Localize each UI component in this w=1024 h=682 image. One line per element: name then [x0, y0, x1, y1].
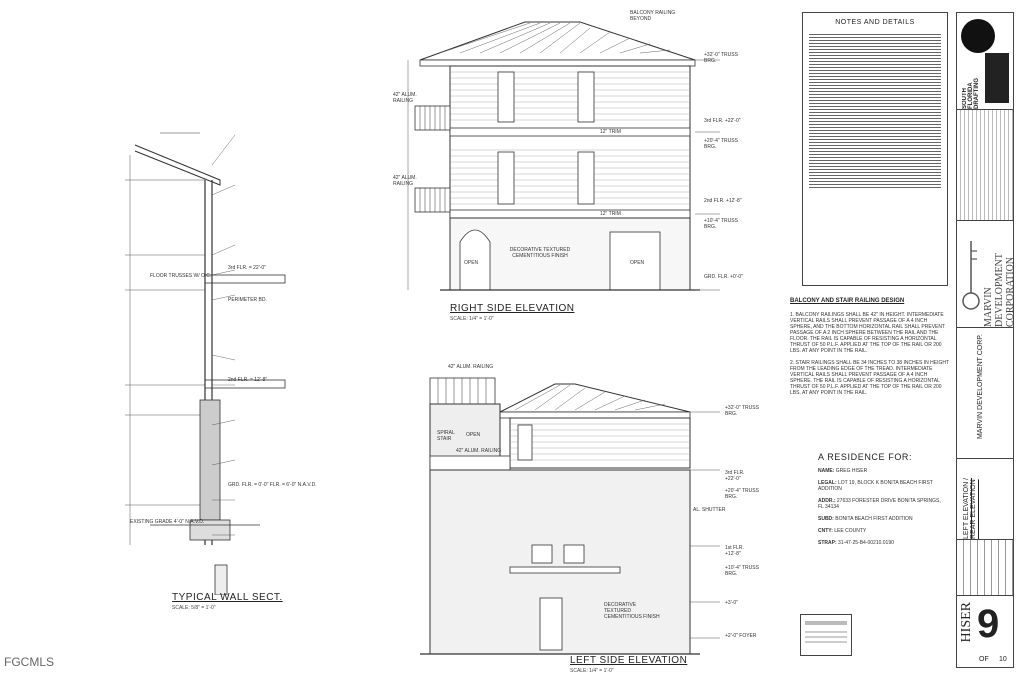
- residence-row: LEGAL: LOT 19, BLOCK K BONITA BEACH FIRS…: [818, 480, 933, 492]
- sheet-titles: LEFT ELEVATION / REAR ELEVATION: [963, 477, 977, 539]
- right-elev-label: OPEN: [630, 260, 645, 266]
- sheet-total: 10: [999, 656, 1007, 663]
- residence-title: A RESIDENCE FOR:: [818, 452, 913, 462]
- level-marker: +32'-0" TRUSS BRG.: [725, 405, 759, 417]
- right-elev-label: 12" TRIM: [600, 211, 621, 217]
- left-elev-label: SPIRAL STAIR: [437, 430, 455, 442]
- marvin-logo-text: MARVIN DEVELOPMENT CORPORATION: [983, 253, 1016, 327]
- drafting-name: SOUTH FLORIDA DRAFTING: [962, 78, 980, 109]
- drafting-logo: SOUTH FLORIDA DRAFTING: [957, 13, 1013, 110]
- builder-name: MARVIN DEVELOPMENT CORP.: [977, 334, 984, 440]
- residence-row: CNTY: LEE COUNTY: [818, 528, 867, 534]
- left-elevation-svg: [420, 377, 720, 655]
- level-marker: +20'-4" TRUSS BRG.: [725, 488, 759, 500]
- wall-section-drawing: [120, 125, 355, 596]
- wall-section-scale: SCALE: 5/8" = 1'-0": [172, 605, 216, 611]
- right-elev-label: DECORATIVE TEXTURED CEMENTITIOUS FINISH: [509, 247, 571, 259]
- railing-item: 1. BALCONY RAILINGS SHALL BE 42" IN HEIG…: [790, 312, 945, 354]
- right-elev-label: 42" ALUM. RAILING: [393, 175, 417, 187]
- sheet-number-block: HISER 9 OF 10: [957, 596, 1013, 673]
- level-marker: +20'-4" TRUSS BRG.: [704, 138, 738, 150]
- siding-lines: [450, 71, 690, 205]
- wall-section-title: TYPICAL WALL SECT.: [172, 592, 283, 603]
- left-elev-label: OPEN: [466, 432, 481, 438]
- level-marker: +10'-4" TRUSS BRG.: [704, 218, 738, 230]
- owner-name: HISER: [959, 602, 974, 643]
- level-marker: 3rd FLR. +22'-0": [725, 470, 745, 482]
- railing-item: 2. STAIR RAILINGS SHALL BE 34 INCHES TO …: [790, 360, 949, 396]
- wall-callout: 2nd FLR. = 12'-8": [228, 377, 268, 383]
- drafting-info: [957, 110, 1013, 221]
- right-elev-label: OPEN: [464, 260, 479, 266]
- key-logo-icon: [962, 241, 980, 310]
- left-elevation-scale: SCALE: 1/4" = 1'-0": [570, 668, 614, 674]
- railing-title: BALCONY AND STAIR RAILING DESIGN: [790, 298, 905, 304]
- level-marker: 2nd FLR. +12'-8": [704, 198, 742, 204]
- notes-panel: NOTES AND DETAILS: [802, 12, 948, 286]
- revision-table: [957, 540, 1013, 596]
- sheet-number: 9: [977, 602, 1000, 646]
- marvin-logo: MARVIN DEVELOPMENT CORPORATION: [957, 221, 1016, 328]
- wall-callout: GRD. FLR. = 0'-0" FLR. = 6'-0" N.A.V.D.: [228, 482, 317, 488]
- level-marker: +32'-0" TRUSS BRG.: [704, 52, 738, 64]
- left-elev-label: AL. SHUTTER: [693, 507, 726, 513]
- wall-callout: FLOOR TRUSSES W/ O.C.: [150, 273, 212, 279]
- right-elevation-svg: [407, 21, 720, 291]
- residence-section: A RESIDENCE FOR: NAME: GREG HISER LEGAL:…: [818, 452, 946, 552]
- residence-row: NAME: GREG HISER: [818, 468, 868, 474]
- right-elev-label: 42" ALUM. RAILING: [393, 92, 417, 104]
- left-elev-label: DECORATIVE TEXTURED CEMENTITIOUS FINISH: [604, 602, 660, 620]
- right-elevation-scale: SCALE: 1/4" = 1'-0": [450, 316, 494, 322]
- level-marker: 3rd FLR. +22'-0": [704, 118, 741, 124]
- right-elev-label: BALCONY RAILING BEYOND: [630, 10, 676, 22]
- builder-block: MARVIN DEVELOPMENT CORP.: [957, 328, 1013, 459]
- right-elevation-title: RIGHT SIDE ELEVATION: [450, 303, 575, 314]
- level-marker: GRD. FLR. +0'-0": [704, 274, 743, 280]
- right-elev-label: 12" TRIM: [600, 129, 621, 135]
- left-elevation-drawing: [400, 370, 745, 660]
- stamp-box: [800, 614, 852, 656]
- sheet-of: OF: [979, 656, 989, 663]
- residence-row: ADDR.: 27633 FORESTER DRIVE BONITA SPRIN…: [818, 498, 941, 510]
- left-elevation-title: LEFT SIDE ELEVATION: [570, 655, 688, 666]
- left-elev-label: 42" ALUM. RAILING: [448, 364, 494, 370]
- residence-row: STRAP: 31-47-25-B4-00210.0190: [818, 540, 894, 546]
- wall-callout: PERIMETER BD.: [228, 297, 267, 303]
- railing-section: BALCONY AND STAIR RAILING DESIGN 1. BALC…: [790, 298, 950, 396]
- sheet-title-block: LEFT ELEVATION / REAR ELEVATION: [957, 459, 1013, 540]
- wall-callout: EXISTING GRADE 4'-0" N.A.V.D.: [130, 519, 205, 525]
- residence-row: SUBD: BONITA BEACH FIRST ADDITION: [818, 516, 913, 522]
- title-block: SOUTH FLORIDA DRAFTING MARVIN DEVELOPMEN…: [956, 12, 1016, 668]
- mls-watermark: FGCMLS: [4, 655, 55, 669]
- level-marker: +10'-4" TRUSS BRG.: [725, 565, 759, 577]
- right-elevation-drawing: [400, 10, 745, 300]
- notes-lines: [803, 34, 947, 188]
- wall-section-svg: [125, 132, 286, 596]
- wall-callout: 3rd FLR. = 22'-0": [228, 265, 266, 271]
- level-marker: +2'-0" FOYER: [725, 633, 757, 639]
- notes-title: NOTES AND DETAILS: [835, 19, 915, 26]
- level-marker: 1st FLR. +12'-8": [725, 545, 744, 557]
- left-elev-label: 42" ALUM. RAILING: [456, 448, 502, 454]
- level-marker: +3'-0": [725, 600, 738, 606]
